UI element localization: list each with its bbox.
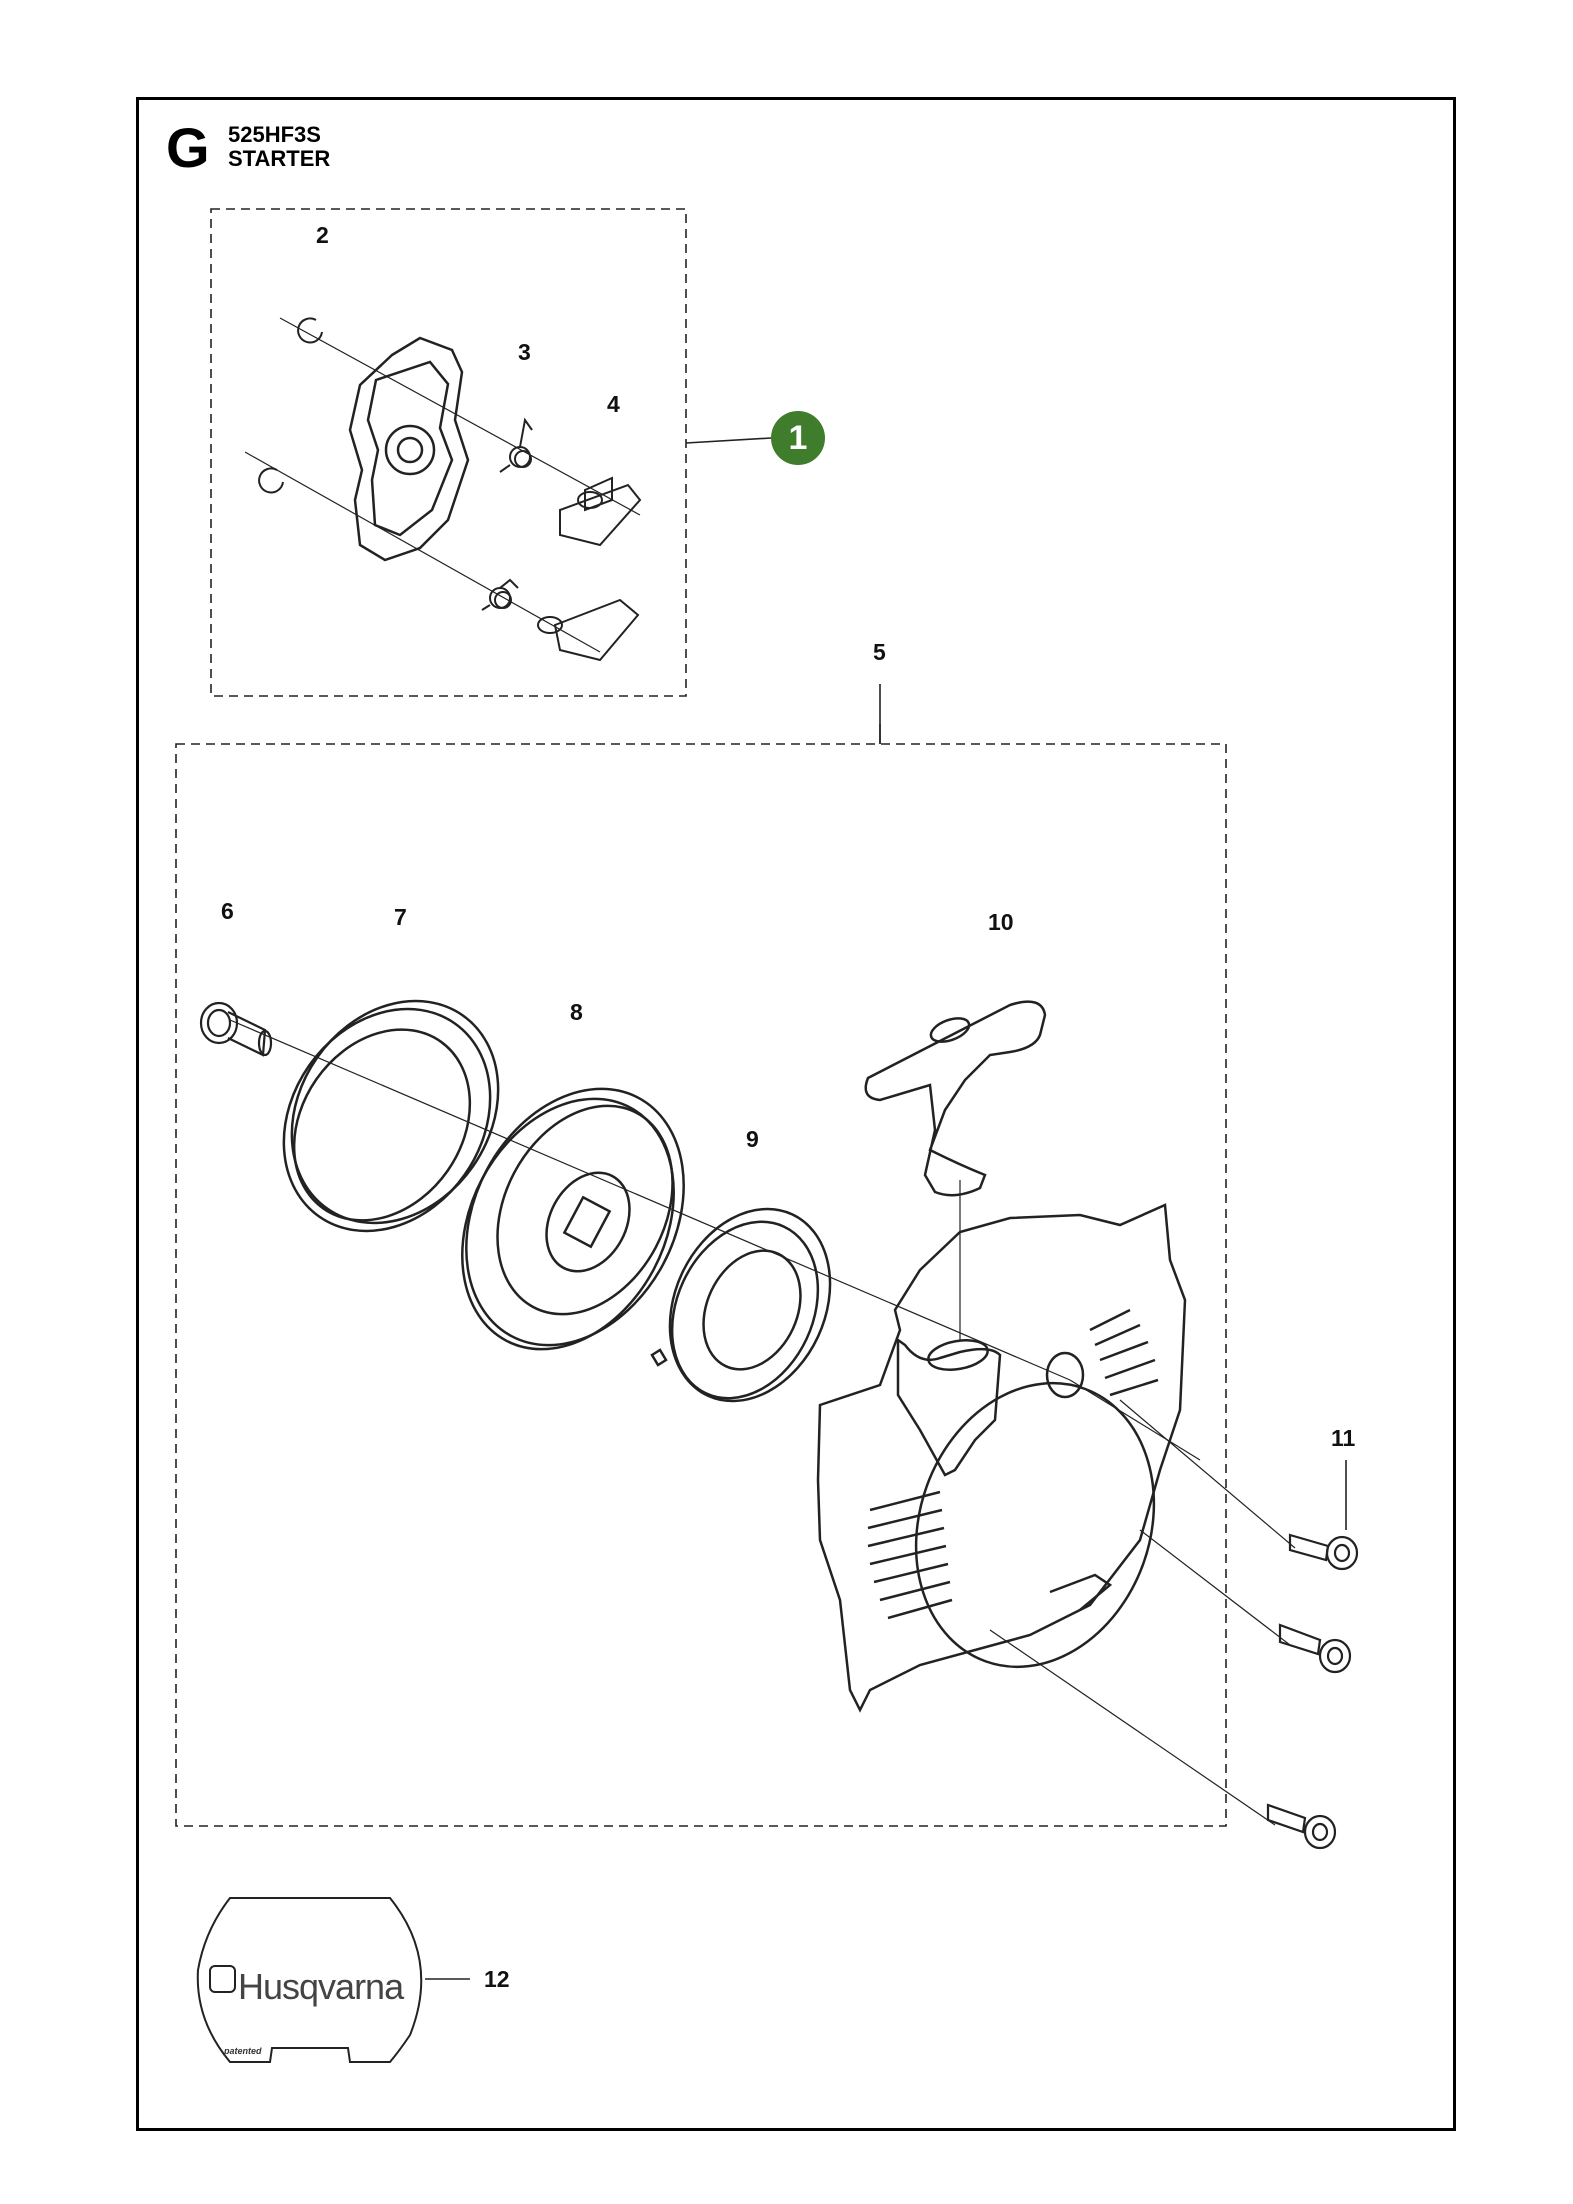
spring-upper (499, 417, 533, 473)
circlip-upper (297, 317, 323, 344)
group-box-1 (210, 208, 687, 697)
starter-handle (864, 1000, 1047, 1197)
page-frame (136, 97, 1456, 2131)
callout-3: 3 (518, 339, 531, 365)
callout-5: 5 (873, 639, 886, 665)
decal-brand-logo: Husqvarna (238, 1966, 404, 2007)
pawl-carrier (348, 336, 470, 562)
screw-1 (1288, 1533, 1359, 1571)
callout-2: 2 (316, 222, 329, 248)
recoil-spring (650, 1207, 832, 1403)
callout-12: 12 (484, 1966, 510, 1992)
ring (282, 999, 500, 1233)
callout-9: 9 (746, 1126, 759, 1152)
pawl-lower (537, 598, 640, 662)
callout-11: 11 (1331, 1425, 1356, 1451)
pawl-upper (559, 476, 642, 547)
diagram-title: STARTER (228, 146, 331, 171)
model-number: 525HF3S (228, 122, 321, 147)
starter-housing (816, 1203, 1187, 1713)
callout-4: 4 (607, 391, 620, 417)
screw-2 (1278, 1623, 1352, 1674)
circlip-lower (258, 467, 284, 494)
callout-6: 6 (221, 898, 234, 924)
callout-8: 8 (570, 999, 583, 1025)
pulley (461, 1087, 685, 1351)
assembly-badge: 1 (771, 411, 825, 465)
decal-outline (196, 1897, 423, 2063)
decal-small-text: patented (224, 2046, 262, 2056)
callout-10: 10 (988, 909, 1014, 935)
screw-3 (1266, 1803, 1337, 1850)
section-letter: G (166, 116, 210, 179)
center-bolt (199, 1001, 273, 1057)
callout-7: 7 (394, 904, 407, 930)
spring-lower (481, 578, 519, 611)
group-box-5 (175, 743, 1227, 1827)
